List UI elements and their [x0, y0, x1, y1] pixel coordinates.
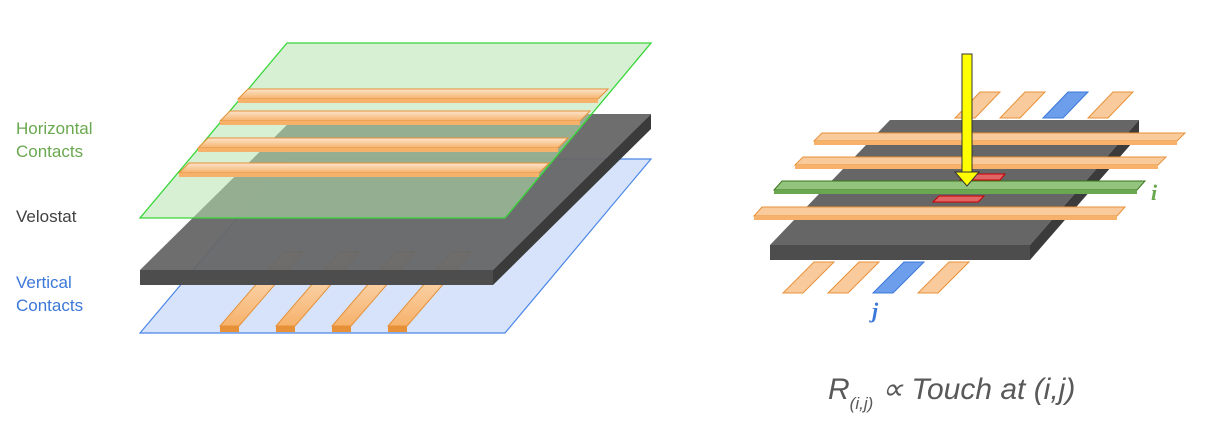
- left-exploded-stack: [138, 42, 653, 334]
- press-arrow-icon: [953, 53, 981, 187]
- horizontal-contacts-label: Horizontal Contacts: [16, 119, 93, 161]
- vertical-contacts-label: Vertical Contacts: [16, 273, 84, 315]
- selected-column-bottom: [871, 261, 926, 294]
- right-assembled-sensor: [752, 53, 1187, 294]
- horizontal-contact-strips: [177, 88, 610, 177]
- vertical-strip-ends-top: [953, 91, 1135, 119]
- pressed-cell: [931, 195, 986, 203]
- horizontal-strip: [196, 137, 570, 149]
- row-index-label: i: [1151, 180, 1158, 205]
- vertical-strip-ends-bottom: [781, 261, 971, 294]
- selected-row: [772, 180, 1147, 191]
- horizontal-strip: [218, 110, 592, 122]
- horizontal-strip: [236, 88, 610, 100]
- selected-column-top: [1041, 91, 1090, 119]
- velostat-label: Velostat: [16, 207, 77, 226]
- resistance-formula: R(i,j) ∝ Touch at (i,j): [828, 372, 1075, 414]
- horizontal-strip: [177, 162, 551, 174]
- formula-rest: ∝ Touch at (i,j): [873, 373, 1076, 406]
- horizontal-strips-small: [752, 132, 1187, 220]
- column-index-label: j: [872, 298, 879, 323]
- formula-subscript: (i,j): [849, 394, 874, 413]
- formula-symbol: R: [828, 373, 850, 406]
